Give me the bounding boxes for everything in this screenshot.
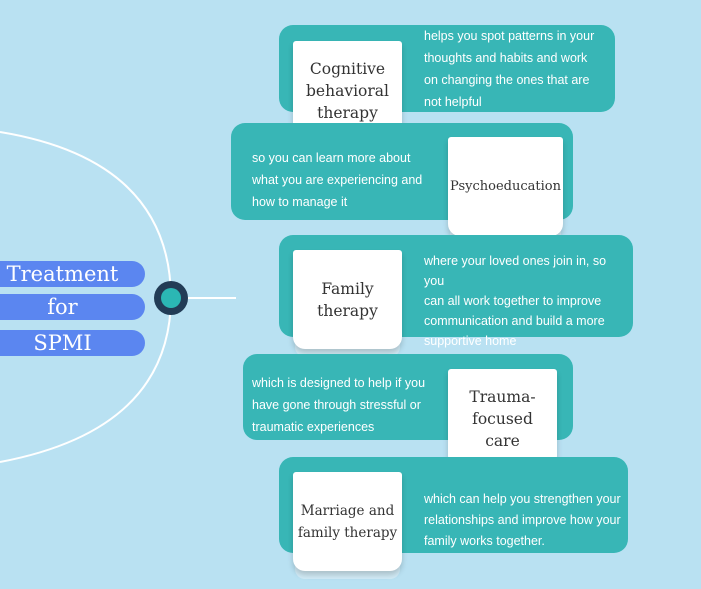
topic-label-line: care <box>485 431 520 450</box>
topic-label-line: family therapy <box>297 524 398 541</box>
branch-description: which can help you strengthen your relat… <box>424 489 624 552</box>
description-line: helps you spot patterns in your <box>424 29 595 43</box>
topic-label-line: Marriage and <box>300 502 395 519</box>
title-line-2: for <box>0 294 145 320</box>
topic-label-line: Cognitive <box>309 59 386 78</box>
description-line: which is designed to help if you <box>252 376 426 390</box>
topic-label-line: Trauma- <box>469 387 536 406</box>
description-line: not helpful <box>424 95 482 109</box>
topic-label-line: Psychoeducation <box>450 178 561 194</box>
description-line: can all work together to improve <box>424 294 602 308</box>
title-line-1: Treatment <box>0 261 145 287</box>
description-line: have gone through stressful or <box>252 398 421 412</box>
topic-card: Trauma- focused care <box>448 369 557 468</box>
hub-node-core <box>161 288 181 308</box>
description-line: where your loved ones join in, so you <box>424 254 607 288</box>
description-line: how to manage it <box>252 195 348 209</box>
topic-label-line: behavioral <box>306 81 389 100</box>
hub-node <box>154 281 188 315</box>
topic-label-line: therapy <box>317 103 378 122</box>
description-line: relationships and improve how your <box>424 513 621 527</box>
description-line: traumatic experiences <box>252 420 375 434</box>
topic-label-line: focused <box>472 409 533 428</box>
description-line: supportive home <box>424 334 517 348</box>
description-line: so you can learn more about <box>252 151 411 165</box>
topic-card: Family therapy <box>293 250 402 349</box>
description-line: thoughts and habits and work <box>424 51 588 65</box>
branch-description: where your loved ones join in, so you ca… <box>424 251 629 351</box>
description-line: what you are experiencing and <box>252 173 423 187</box>
branch-description: so you can learn more about what you are… <box>252 147 442 213</box>
description-line: family works together. <box>424 534 545 548</box>
description-line: communication and build a more <box>424 314 605 328</box>
branch-description: helps you spot patterns in your thoughts… <box>424 25 614 113</box>
topic-card: Psychoeducation <box>448 137 563 236</box>
description-line: which can help you strengthen your <box>424 492 621 506</box>
title-line-3: SPMI <box>0 330 145 356</box>
description-line: on changing the ones that are <box>424 73 590 87</box>
topic-label-line: therapy <box>317 301 378 320</box>
branch-description: which is designed to help if you have go… <box>252 372 442 438</box>
topic-card: Marriage and family therapy <box>293 472 402 571</box>
topic-label-line: Family <box>321 279 374 298</box>
